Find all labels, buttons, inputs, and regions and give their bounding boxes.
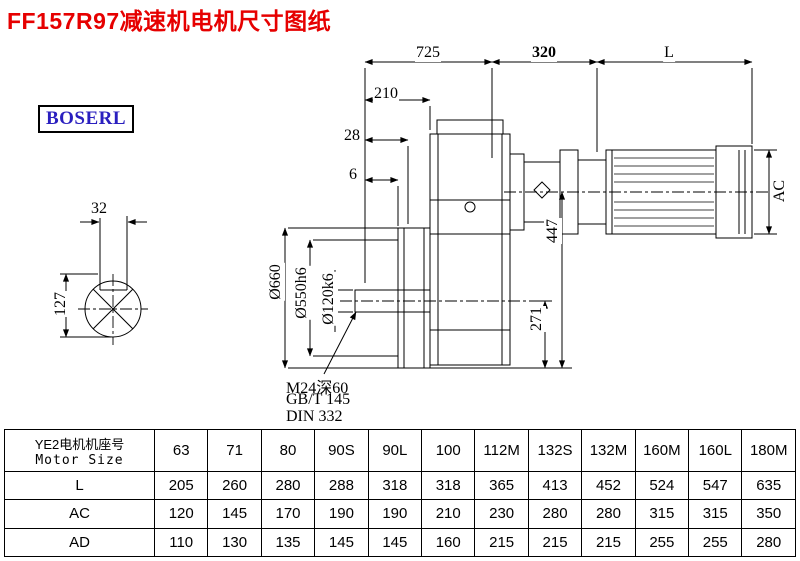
size-col-header: 63 — [153, 429, 209, 472]
value-cell: 280 — [581, 499, 636, 529]
value-cell: 452 — [581, 470, 636, 501]
note-din332: DIN 332 — [286, 408, 343, 425]
value-cell: 210 — [421, 499, 476, 529]
row-label: AC — [4, 499, 155, 529]
note-gbt145: GB/T 145 — [286, 391, 351, 408]
value-cell: 255 — [634, 527, 690, 558]
size-col-header: 80 — [260, 429, 316, 472]
value-cell: 170 — [260, 499, 316, 529]
value-cell: 135 — [260, 527, 316, 558]
dim-271: 271 — [528, 306, 546, 332]
value-cell: 130 — [207, 527, 262, 558]
value-cell: 280 — [741, 527, 796, 558]
dim-725: 725 — [415, 44, 441, 62]
size-col-header: 160L — [688, 429, 743, 472]
value-cell: 160 — [421, 527, 476, 558]
value-cell: 318 — [367, 470, 423, 501]
value-cell: 635 — [741, 470, 796, 501]
value-cell: 190 — [367, 499, 423, 529]
value-cell: 215 — [527, 527, 583, 558]
table-header-row: YE2电机机座号 Motor Size 63 71 80 90S 90L 100… — [4, 429, 796, 472]
value-cell: 315 — [688, 499, 743, 529]
value-cell: 145 — [314, 527, 369, 558]
value-cell: 350 — [741, 499, 796, 529]
value-cell: 120 — [153, 499, 209, 529]
value-cell: 288 — [314, 470, 369, 501]
size-col-header: 100 — [421, 429, 476, 472]
dim-210: 210 — [373, 85, 399, 103]
size-col-header: 112M — [474, 429, 529, 472]
dim-L: L — [663, 44, 675, 62]
value-cell: 365 — [474, 470, 529, 501]
motor-size-header-cell: YE2电机机座号 Motor Size — [4, 429, 155, 472]
gearbox-outline — [354, 119, 511, 369]
value-cell: 145 — [367, 527, 423, 558]
size-col-header: 180M — [741, 429, 796, 472]
value-cell: 190 — [314, 499, 369, 529]
dim-127: 127 — [52, 291, 70, 317]
size-col-header: 132M — [581, 429, 636, 472]
dim-447: 447 — [544, 218, 562, 244]
dim-shaft-dia: Ø120k6 — [320, 272, 338, 326]
brand-logo: BOSERL — [38, 105, 134, 133]
dim-320: 320 — [531, 44, 557, 62]
motor-size-label-en: Motor Size — [35, 452, 124, 468]
row-label: L — [4, 470, 155, 501]
value-cell: 280 — [260, 470, 316, 501]
size-col-header: 90S — [314, 429, 369, 472]
value-cell: 230 — [474, 499, 529, 529]
value-cell: 315 — [634, 499, 690, 529]
motor-size-label-cn: YE2电机机座号 — [34, 436, 125, 452]
value-cell: 110 — [153, 527, 209, 558]
value-cell: 260 — [207, 470, 262, 501]
dimension-table: YE2电机机座号 Motor Size 63 71 80 90S 90L 100… — [4, 429, 796, 558]
dim-6: 6 — [348, 166, 358, 184]
value-cell: 524 — [634, 470, 690, 501]
dim-spigot-dia: Ø550h6 — [293, 266, 311, 320]
dim-flange-od: Ø660 — [267, 263, 285, 301]
size-col-header: 160M — [634, 429, 690, 472]
value-cell: 145 — [207, 499, 262, 529]
size-col-header: 90L — [367, 429, 423, 472]
page-title: FF157R97减速机电机尺寸图纸 — [7, 8, 332, 34]
value-cell: 215 — [581, 527, 636, 558]
value-cell: 255 — [688, 527, 743, 558]
dim-32: 32 — [90, 200, 108, 218]
size-col-header: 132S — [527, 429, 583, 472]
value-cell: 318 — [421, 470, 476, 501]
dim-AC: AC — [771, 178, 789, 204]
table-row-L: L 205 260 280 288 318 318 365 413 452 52… — [4, 470, 796, 501]
value-cell: 547 — [688, 470, 743, 501]
note-tapped-hole: M24深60 — [286, 380, 349, 397]
centerlines — [78, 191, 772, 345]
dimension-lines — [60, 58, 777, 375]
table-row-AD: AD 110 130 135 145 145 160 215 215 215 2… — [4, 527, 796, 558]
table-row-AC: AC 120 145 170 190 190 210 230 280 280 3… — [4, 499, 796, 529]
dim-28: 28 — [343, 127, 361, 145]
size-col-header: 71 — [207, 429, 262, 472]
row-label: AD — [4, 527, 155, 558]
value-cell: 205 — [153, 470, 209, 501]
value-cell: 215 — [474, 527, 529, 558]
value-cell: 280 — [527, 499, 583, 529]
value-cell: 413 — [527, 470, 583, 501]
